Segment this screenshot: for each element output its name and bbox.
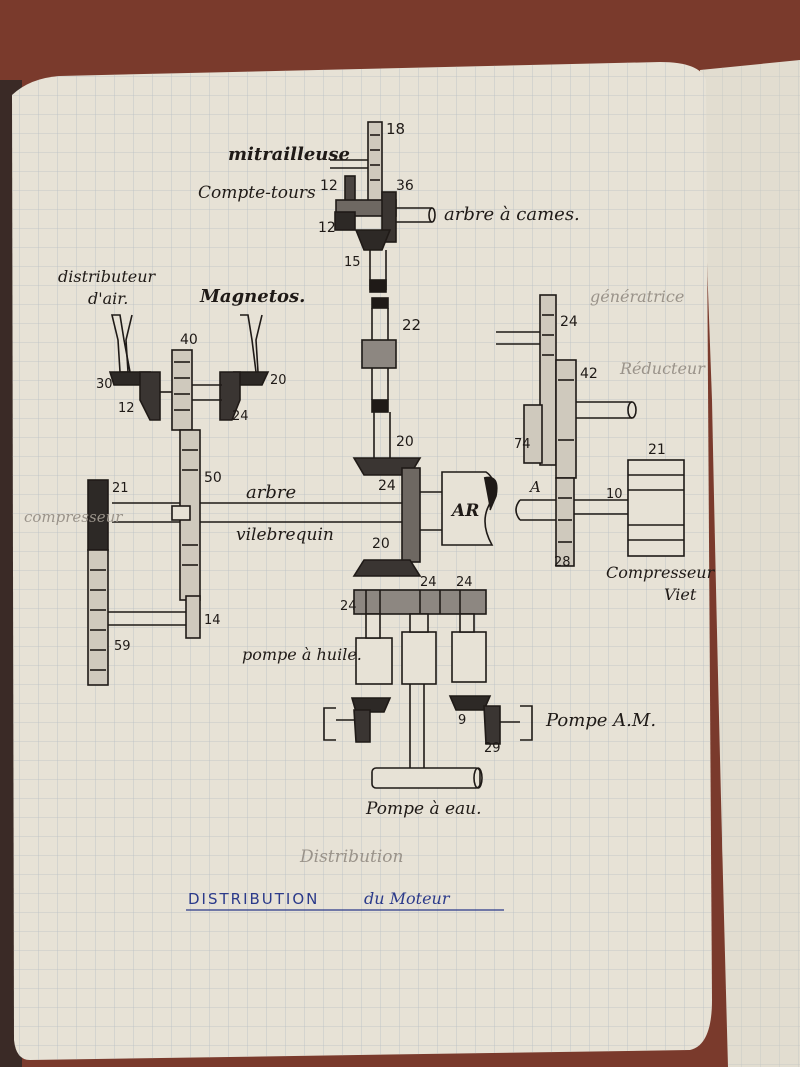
- title-tail: du Moteur: [364, 889, 451, 908]
- num-24c: 24: [560, 314, 578, 330]
- gear-14: [185, 595, 201, 639]
- label-arbre: arbre: [246, 482, 296, 503]
- num-20a: 20: [396, 434, 414, 450]
- label-vilebrequin: vilebrequin: [236, 525, 334, 545]
- gear-74: [523, 404, 543, 464]
- label-pompe-eau: Pompe à eau.: [365, 799, 482, 819]
- page-title: DISTRIBUTION du Moteur: [186, 889, 504, 911]
- gear-12-bevel: [334, 211, 356, 231]
- num-22: 22: [402, 316, 421, 334]
- gear-42: [555, 359, 577, 479]
- label-magnetos: Magnetos.: [199, 286, 305, 307]
- label-distributeur-1: distributeur: [58, 267, 157, 286]
- num-24b: 24: [232, 409, 249, 424]
- label-distributeur-2: d'air.: [88, 289, 128, 308]
- num-40: 40: [180, 332, 198, 348]
- num-74: 74: [514, 437, 531, 452]
- gear-numbers: 18 12 36 12 15 22 20 24 20 40 30 12 20 2…: [96, 120, 666, 756]
- num-24e: 24: [420, 575, 437, 590]
- num-20c: 20: [270, 373, 287, 388]
- num-21a: 21: [112, 481, 129, 496]
- gear-20-lower: [352, 559, 422, 577]
- num-24f: 24: [456, 575, 473, 590]
- label-a-mark: A: [528, 478, 541, 496]
- main-page: [12, 62, 712, 1060]
- gear-15: [354, 229, 392, 251]
- engine-distribution-diagram: [87, 121, 685, 789]
- gear-12-compte-tours: [344, 175, 356, 203]
- num-30: 30: [96, 377, 113, 392]
- label-compte-tours: Compte-tours: [198, 183, 316, 203]
- gear-12-distributeur: [139, 371, 161, 421]
- num-28: 28: [554, 555, 571, 570]
- label-generatrice: génératrice: [590, 287, 684, 306]
- label-arbre-a-cames: arbre à cames.: [444, 204, 580, 225]
- num-12a: 12: [320, 178, 338, 194]
- pump-box-middle: [401, 631, 437, 685]
- num-24d: 24: [340, 599, 357, 614]
- num-29: 29: [484, 741, 501, 756]
- num-18: 18: [386, 120, 405, 138]
- num-12c: 12: [118, 401, 135, 416]
- label-reducteur: Réducteur: [619, 359, 706, 378]
- gear-24-magnetos: [219, 371, 241, 421]
- label-compresseur-viet-2: Viet: [664, 585, 697, 604]
- num-15: 15: [344, 255, 361, 270]
- faint-note: Distribution: [299, 847, 403, 867]
- label-mitrailleuse: mitrailleuse: [228, 144, 350, 165]
- gear-28: [555, 477, 575, 567]
- num-9: 9: [458, 713, 466, 728]
- num-10: 10: [606, 487, 623, 502]
- gear-22: [361, 339, 397, 369]
- label-compresseur-viet-1: Compresseur: [606, 563, 716, 582]
- next-page: [700, 60, 800, 1067]
- label-compresseur-faint: compresseur: [24, 508, 123, 526]
- pump-box-right: [451, 631, 487, 683]
- label-ar: AR: [450, 501, 479, 521]
- num-24a: 24: [378, 478, 396, 494]
- label-pompe-huile: pompe à huile.: [242, 645, 362, 664]
- num-12b: 12: [318, 220, 336, 236]
- labels: mitrailleuse Compte-tours arbre à cames.…: [24, 144, 716, 819]
- num-20b: 20: [372, 536, 390, 552]
- num-21b: 21: [648, 442, 666, 458]
- gear-59: [87, 549, 109, 686]
- pompe-a-eau-pipe: [371, 767, 481, 789]
- num-36: 36: [396, 178, 414, 194]
- gear-24-vertical: [401, 467, 421, 563]
- title-caps: DISTRIBUTION: [188, 890, 319, 908]
- label-pompe-am: Pompe A.M.: [545, 710, 656, 731]
- gear-29: [483, 705, 501, 745]
- num-14: 14: [204, 613, 221, 628]
- num-42: 42: [580, 366, 598, 382]
- num-59: 59: [114, 639, 131, 654]
- num-50: 50: [204, 470, 222, 486]
